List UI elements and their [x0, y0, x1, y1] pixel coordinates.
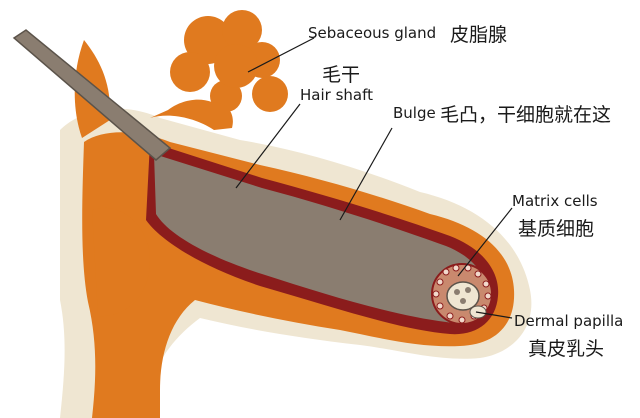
label-bulge-en: Bulge — [393, 104, 436, 122]
label-sebaceous-en: Sebaceous gland — [308, 24, 437, 42]
dermal-papilla — [446, 281, 487, 319]
label-papilla-en: Dermal papilla — [514, 312, 624, 330]
hair-root-core — [154, 154, 487, 323]
leader-papilla — [475, 311, 513, 319]
label-matrix-en: Matrix cells — [512, 192, 598, 210]
lower-lobe — [92, 207, 150, 317]
leader-sebaceous — [247, 37, 315, 73]
hair-shaft — [12, 29, 172, 161]
leader-bulge — [339, 127, 393, 221]
label-hair-shaft-en: Hair shaft — [300, 86, 373, 104]
leader-hair-shaft — [235, 103, 301, 189]
sebaceous-gland — [150, 10, 288, 130]
label-matrix-zh: 基质细胞 — [518, 218, 595, 240]
label-sebaceous-zh: 皮脂腺 — [450, 24, 508, 46]
leader-matrix — [457, 207, 513, 277]
label-bulge-zh: 毛凸，干细胞就在这 — [440, 104, 612, 126]
label-hair-shaft-zh: 毛干 — [322, 64, 361, 86]
label-papilla-zh: 真皮乳头 — [528, 338, 605, 360]
